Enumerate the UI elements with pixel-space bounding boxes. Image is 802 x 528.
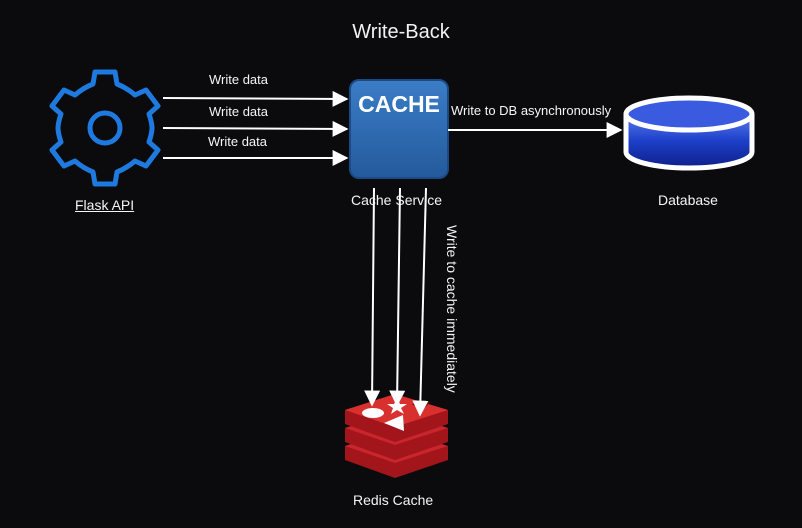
cache-box-text: CACHE: [358, 91, 440, 117]
redis-cache-label: Redis Cache: [353, 492, 434, 508]
cache-box-icon: CACHE: [349, 79, 449, 179]
arrow-write-1: [162, 90, 349, 107]
edge-label-cache-immediate: Write to cache immediately: [444, 225, 460, 393]
edge-label-write-2: Write data: [209, 104, 269, 119]
arrow-cache-1: [364, 187, 381, 407]
edge-label-write-3: Write data: [208, 134, 268, 149]
arrow-cache-3: [412, 187, 429, 417]
arrow-cache-2: [389, 187, 406, 407]
redis-logo-icon: [345, 394, 448, 478]
cache-service-label: Cache Service: [351, 192, 443, 208]
edge-label-write-1: Write data: [209, 72, 269, 87]
edge-label-db-async: Write to DB asynchronously: [451, 103, 612, 118]
database-cylinder-icon: [623, 95, 755, 171]
diagram-title: Write-Back: [352, 21, 450, 43]
arrow-write-2: [162, 120, 349, 137]
flask-api-label: Flask API: [75, 197, 135, 213]
gear-icon: [49, 69, 161, 187]
database-label: Database: [658, 192, 718, 208]
